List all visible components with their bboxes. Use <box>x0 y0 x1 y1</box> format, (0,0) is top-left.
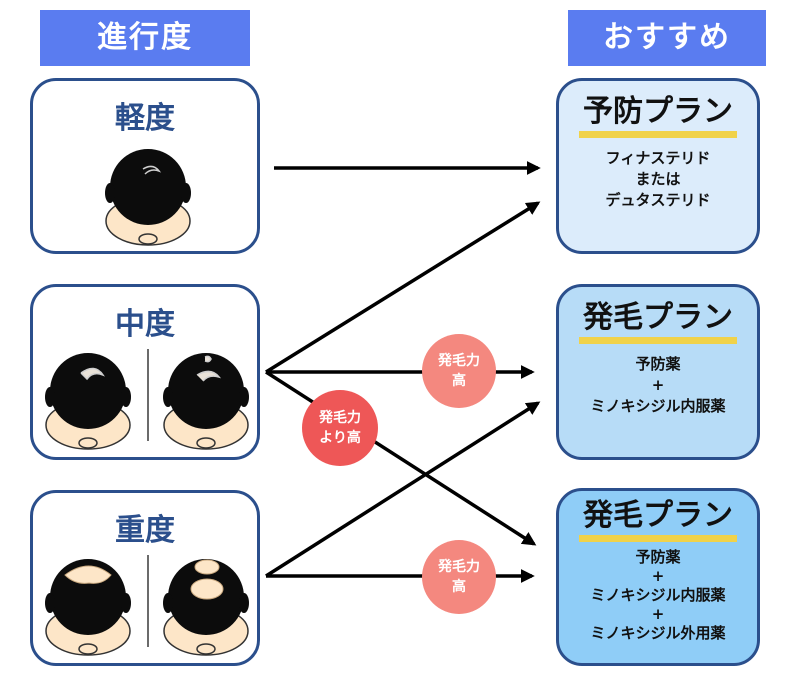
stage-title: 重度 <box>115 513 175 548</box>
arrow-moderate-to-prevent <box>265 201 541 374</box>
plan-line: + <box>651 376 665 394</box>
plan-line: ミノキシジル内服薬 <box>590 586 726 604</box>
stage-card-moderate: 中度 <box>30 284 260 460</box>
plan-line: ミノキシジル内服薬 <box>590 397 726 415</box>
plan-card-growth-plus: 発毛プラン 予防薬 + ミノキシジル内服薬 + ミノキシジル外用薬 <box>556 488 760 666</box>
arrow-severe-to-growth <box>265 401 541 578</box>
plan-line: ミノキシジル外用薬 <box>590 624 726 642</box>
plan-line: + <box>651 567 665 585</box>
stage-card-mild: 軽度 <box>30 78 260 254</box>
arrow-moderate-to-growth-plus <box>265 370 537 546</box>
stage-header: 進行度 <box>40 10 250 66</box>
stage-title: 中度 <box>115 307 175 342</box>
plan-line: 予防薬 <box>635 355 681 373</box>
badge-line1: 発毛力 <box>438 559 480 575</box>
plan-card-growth: 発毛プラン 予防薬 + ミノキシジル内服薬 <box>556 284 760 460</box>
plan-medications: フィナステリド または デュタステリド <box>559 148 757 211</box>
badge-line2: 高 <box>452 579 466 595</box>
recommend-header: おすすめ <box>568 10 766 66</box>
plan-medications: 予防薬 + ミノキシジル内服薬 <box>559 354 757 417</box>
stage-title: 軽度 <box>115 101 175 136</box>
badge-line1: 発毛力 <box>319 410 361 426</box>
badge-line1: 発毛力 <box>438 353 480 369</box>
plan-line: または <box>635 170 681 188</box>
growth-power-badge: 発毛力 高 <box>422 540 496 614</box>
growth-power-badge: 発毛力 高 <box>422 334 496 408</box>
head-top-view-icon <box>105 149 191 246</box>
plan-line: 予防薬 <box>635 548 681 566</box>
head-top-view-icon <box>45 559 131 656</box>
plan-line: + <box>651 605 665 623</box>
plan-title: 発毛プラン <box>579 499 737 542</box>
growth-power-badge: 発毛力 より高 <box>302 390 378 466</box>
head-top-view-icon <box>163 353 249 450</box>
divider <box>147 349 149 441</box>
plan-title: 発毛プラン <box>579 301 737 344</box>
head-top-view-icon <box>45 353 131 450</box>
plan-title: 予防プラン <box>579 95 737 138</box>
plan-medications: 予防薬 + ミノキシジル内服薬 + ミノキシジル外用薬 <box>559 548 757 643</box>
stage-card-severe: 重度 <box>30 490 260 666</box>
plan-card-prevention: 予防プラン フィナステリド または デュタステリド <box>556 78 760 254</box>
plan-line: フィナステリド <box>605 149 711 167</box>
plan-line: デュタステリド <box>605 191 711 209</box>
divider <box>147 555 149 647</box>
badge-line2: 高 <box>452 373 466 389</box>
head-top-view-icon <box>163 559 249 656</box>
badge-line2: より高 <box>319 430 361 446</box>
